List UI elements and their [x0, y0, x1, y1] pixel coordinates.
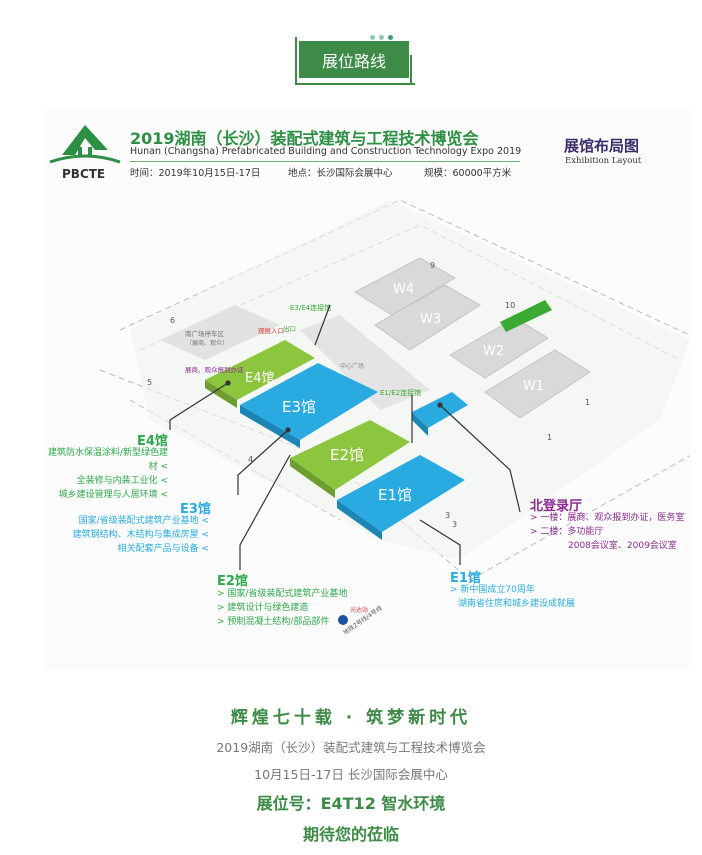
section-badge: 展位路线	[299, 41, 409, 78]
exhibition-map: E4馆 E3馆 E2馆 E1馆 W4 W3 W2 W1 E3/E4连接馆 E1/…	[44, 110, 701, 670]
pbcte-logo-icon	[49, 125, 121, 164]
center-plaza	[300, 315, 430, 410]
legend-north-title: 北登录厅	[530, 499, 583, 514]
svg-text:1: 1	[585, 398, 590, 407]
registration-label: 展商、观众报到办证	[185, 365, 244, 374]
exit-label: 出口	[283, 324, 296, 333]
svg-text:3: 3	[452, 520, 457, 529]
footer-slogan: 辉煌七十载 · 筑梦新时代	[230, 708, 472, 728]
hall-e1-label: E1馆	[378, 486, 412, 504]
hall-w2	[449, 317, 549, 379]
hall-w4-label: W4	[393, 282, 414, 297]
hall-w2-label: W2	[483, 344, 504, 359]
layout-title-cn: 展馆布局图	[564, 137, 640, 155]
svg-text:6: 6	[170, 316, 175, 325]
legend-e1-list: > 新中国成立70周年湖南省住房和城乡建设成就展	[450, 585, 576, 609]
south-parking-area	[160, 305, 280, 360]
map-venue: 地点：长沙国际会展中心	[288, 168, 393, 179]
metro-station-label: 光达站	[350, 606, 368, 614]
entrance-label: 观展入口	[258, 327, 284, 335]
hall-w1-label: W1	[523, 379, 544, 394]
map-scale: 规模：60000平方米	[424, 168, 512, 179]
leader-lines	[169, 304, 521, 570]
svg-text:1: 1	[547, 433, 552, 442]
hall-e2-label: E2馆	[330, 446, 364, 464]
legend-e4-title: E4馆	[137, 434, 168, 449]
badge-frame-line	[410, 55, 412, 83]
legend-e4-list: 建筑防水保温涂料/新型绿色建材 <全装修与内装工业化 <城乡建设管理与人居环境 …	[47, 448, 168, 500]
svg-text:3: 3	[445, 511, 450, 520]
layout-title-en: Exhibition Layout	[565, 156, 642, 166]
legend-e3-list: 国家/省级装配式建筑产业基地 <建筑钢结构、木结构与集成房屋 <相关配套产品与设…	[72, 516, 209, 554]
hall-w4	[353, 257, 456, 316]
footer-expo-name: 2019湖南（长沙）装配式建筑与工程技术博览会	[216, 740, 486, 755]
svg-text:5: 5	[147, 378, 152, 387]
metro-icon	[338, 615, 348, 625]
e3e4-link-label: E3/E4连接馆	[290, 303, 331, 312]
south-parking-sub: （展商、观众）	[186, 339, 228, 347]
footer-date-venue: 10月15日-17日 长沙国际会展中心	[254, 767, 448, 782]
badge-frame	[295, 37, 415, 85]
hall-e4-label: E4馆	[245, 371, 275, 386]
hall-e3	[240, 363, 378, 440]
header-rule	[130, 161, 520, 162]
decorative-dots	[370, 35, 393, 40]
legend-e3-title: E3馆	[180, 502, 211, 517]
hall-e4	[205, 340, 315, 400]
map-time: 时间：2019年10月15日-17日	[130, 168, 261, 179]
south-parking-label: 南广场停车区	[185, 329, 225, 338]
logo-text: PBCTE	[62, 167, 106, 181]
svg-text:10: 10	[505, 301, 515, 310]
hall-w1	[484, 349, 591, 419]
footer-booth: 展位号：E4T12 智水环境	[256, 794, 446, 813]
legend-e1-title: E1馆	[450, 571, 481, 586]
legend-e2-list: > 国家/省级装配式建筑产业基地> 建筑设计与绿色建造> 预制混凝土结构/部品部…	[217, 589, 348, 627]
svg-text:9: 9	[430, 261, 435, 270]
map-title-en: Hunan (Changsha) Prefabricated Building …	[130, 146, 522, 157]
map-title-cn: 2019湖南（长沙）装配式建筑与工程技术博览会	[130, 129, 479, 148]
e1e2-link-label: E1/E2连接馆	[380, 388, 421, 397]
legend-e2-title: E2馆	[217, 574, 248, 589]
north-hall-building	[412, 392, 468, 428]
north-parking-sign	[500, 300, 552, 332]
svg-text:4: 4	[248, 455, 253, 464]
hall-e2	[290, 420, 410, 490]
center-plaza-label: 中心广场	[340, 362, 364, 370]
map-drawing: E4馆 E3馆 E2馆 E1馆 W4 W3 W2 W1 E3/E4连接馆 E1/…	[49, 125, 701, 637]
hall-w3-label: W3	[420, 312, 441, 327]
hall-e1	[337, 455, 465, 532]
hall-e3-label: E3馆	[282, 398, 316, 416]
footer-welcome: 期待您的莅临	[302, 825, 399, 844]
hall-w3	[374, 284, 481, 351]
